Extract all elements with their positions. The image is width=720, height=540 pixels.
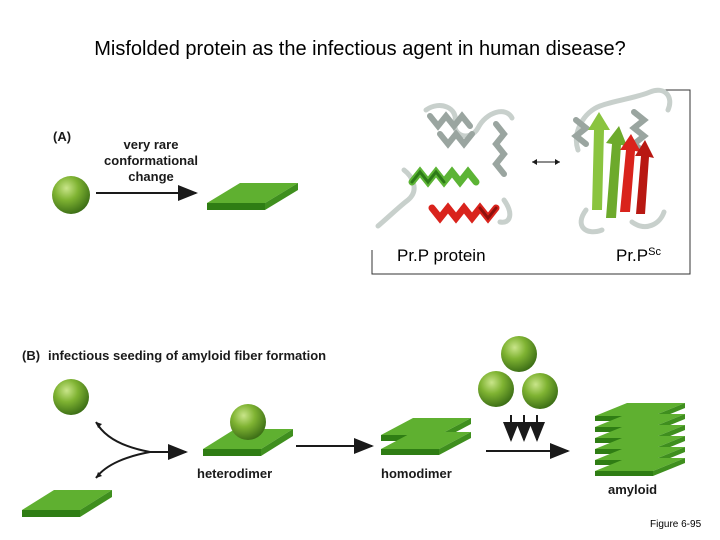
monomer-addition-arrows xyxy=(503,415,545,442)
prpsc-red-strand-1 xyxy=(620,134,641,212)
sheet-b-input xyxy=(22,490,112,517)
merge-arrows xyxy=(95,421,188,479)
sheet-a xyxy=(207,183,298,210)
amyloid-label: amyloid xyxy=(608,482,658,497)
prp-structure xyxy=(375,103,515,229)
homodimer-label: homodimer xyxy=(381,466,452,481)
prpsc-label: Pr.PSc xyxy=(616,246,661,266)
heterodimer-label: heterodimer xyxy=(197,466,273,481)
free-monomer-right xyxy=(522,373,558,409)
panel-b-letter: (B) xyxy=(22,348,41,363)
slide-title: Misfolded protein as the infectious agen… xyxy=(94,38,626,60)
monomer-ball-a xyxy=(52,176,90,214)
monomer-ball-b xyxy=(53,379,89,415)
prpsc-green-strand-1 xyxy=(588,112,610,210)
conformational-change-label: very rare conformational change xyxy=(96,137,206,185)
prpsc-red-strand-2 xyxy=(635,140,654,214)
label-line-2: conformational xyxy=(104,153,198,168)
equilibrium-arrow xyxy=(532,159,560,165)
free-monomer-left xyxy=(478,371,514,407)
free-monomer-top xyxy=(501,336,537,372)
prpsc-label-main: Pr.P xyxy=(616,246,649,265)
figure-reference: Figure 6-95 xyxy=(650,519,702,530)
label-line-1: very rare xyxy=(123,137,179,152)
amyloid-stack xyxy=(595,403,685,476)
prp-label: Pr.P protein xyxy=(397,246,486,265)
panel-b-title: infectious seeding of amyloid fiber form… xyxy=(48,348,327,363)
prpsc-green-strand-2 xyxy=(606,126,627,218)
homodimer-graphic xyxy=(381,418,471,455)
structure-box xyxy=(371,89,691,275)
heterodimer-graphic xyxy=(203,404,293,456)
prpsc-label-superscript: Sc xyxy=(648,246,661,258)
label-line-3: change xyxy=(128,169,174,184)
prpsc-structure xyxy=(571,87,673,235)
panel-a-letter: (A) xyxy=(53,129,72,144)
